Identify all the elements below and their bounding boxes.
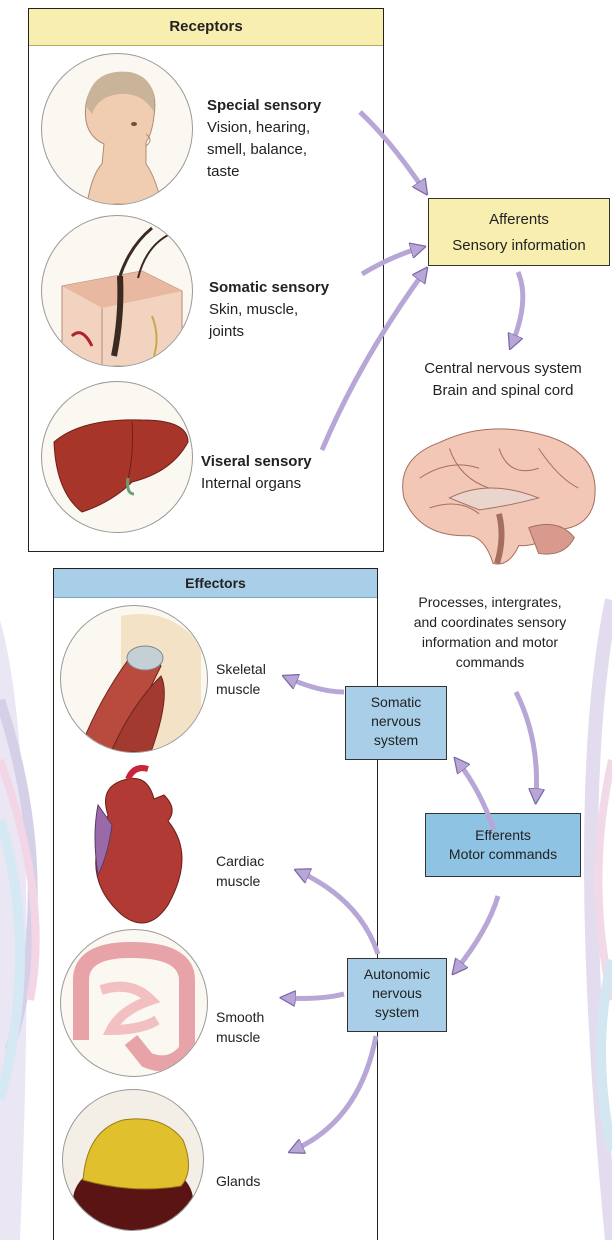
processes-line: Processes, intergrates, [384, 592, 596, 612]
efferents-title: Efferents [426, 826, 580, 845]
somatic-ns-line: Somatic [346, 693, 446, 712]
heart-icon [68, 765, 198, 935]
smooth-line: muscle [216, 1027, 264, 1047]
receptors-header: Receptors [29, 9, 383, 46]
head-illustration [41, 53, 193, 205]
efferents-box: Efferents Motor commands [425, 813, 581, 877]
special-sensory-title: Special sensory [207, 97, 321, 114]
somatic-ns-line: system [346, 731, 446, 750]
visceral-sensory-title: Viseral sensory [201, 453, 312, 470]
liver-icon [42, 382, 192, 532]
glands-label: Glands [216, 1171, 260, 1191]
afferents-box: Afferents Sensory information [428, 198, 610, 266]
somatic-ns-line: nervous [346, 712, 446, 731]
autonomic-ns-line: Autonomic [348, 965, 446, 984]
special-sensory-label: Special sensory Vision, hearing, smell, … [207, 95, 321, 183]
processes-line: commands [384, 652, 596, 672]
head-icon [42, 54, 192, 204]
processes-label: Processes, intergrates, and coordinates … [384, 592, 596, 672]
glands-line: Glands [216, 1171, 260, 1191]
gland-icon [63, 1090, 203, 1230]
autonomic-ns-line: system [348, 1003, 446, 1022]
special-sensory-line: Vision, hearing, [207, 117, 321, 139]
autonomic-ns-line: nervous [348, 984, 446, 1003]
efferents-subtitle: Motor commands [426, 845, 580, 864]
processes-line: and coordinates sensory [384, 612, 596, 632]
somatic-sensory-title: Somatic sensory [209, 279, 329, 296]
cardiac-line: muscle [216, 871, 264, 891]
effectors-header: Effectors [54, 569, 377, 598]
cns-label: Central nervous system Brain and spinal … [394, 358, 612, 402]
liver-illustration [41, 381, 193, 533]
somatic-sensory-label: Somatic sensory Skin, muscle, joints [209, 277, 329, 343]
skin-illustration [41, 215, 193, 367]
special-sensory-line: smell, balance, [207, 139, 321, 161]
cardiac-line: Cardiac [216, 851, 264, 871]
intestine-icon [61, 930, 207, 1076]
brain-icon [390, 418, 608, 568]
skeletal-line: muscle [216, 679, 266, 699]
receptors-panel: Receptors Special sensory Vision, hearin… [28, 8, 384, 552]
skin-icon [42, 216, 192, 366]
visceral-sensory-line: Internal organs [201, 473, 312, 495]
muscle-icon [61, 606, 207, 752]
cardiac-muscle-label: Cardiac muscle [216, 851, 264, 891]
afferents-title: Afferents [429, 207, 609, 233]
effectors-panel: Effectors Skeletal muscle Cardiac muscle… [53, 568, 378, 1240]
gland-illustration [62, 1089, 204, 1231]
skeletal-line: Skeletal [216, 659, 266, 679]
processes-line: information and motor [384, 632, 596, 652]
intestine-illustration [60, 929, 208, 1077]
afferents-subtitle: Sensory information [429, 233, 609, 259]
cns-title: Central nervous system [394, 358, 612, 380]
somatic-sensory-line: joints [209, 321, 329, 343]
smooth-muscle-label: Smooth muscle [216, 1007, 264, 1047]
skeletal-muscle-label: Skeletal muscle [216, 659, 266, 699]
somatic-nervous-system-box: Somatic nervous system [345, 686, 447, 760]
somatic-sensory-line: Skin, muscle, [209, 299, 329, 321]
cns-subtitle: Brain and spinal cord [394, 380, 612, 402]
visceral-sensory-label: Viseral sensory Internal organs [201, 451, 312, 495]
autonomic-nervous-system-box: Autonomic nervous system [347, 958, 447, 1032]
shoulder-muscle-illustration [60, 605, 208, 753]
smooth-line: Smooth [216, 1007, 264, 1027]
heart-illustration [68, 765, 198, 935]
special-sensory-line: taste [207, 161, 321, 183]
